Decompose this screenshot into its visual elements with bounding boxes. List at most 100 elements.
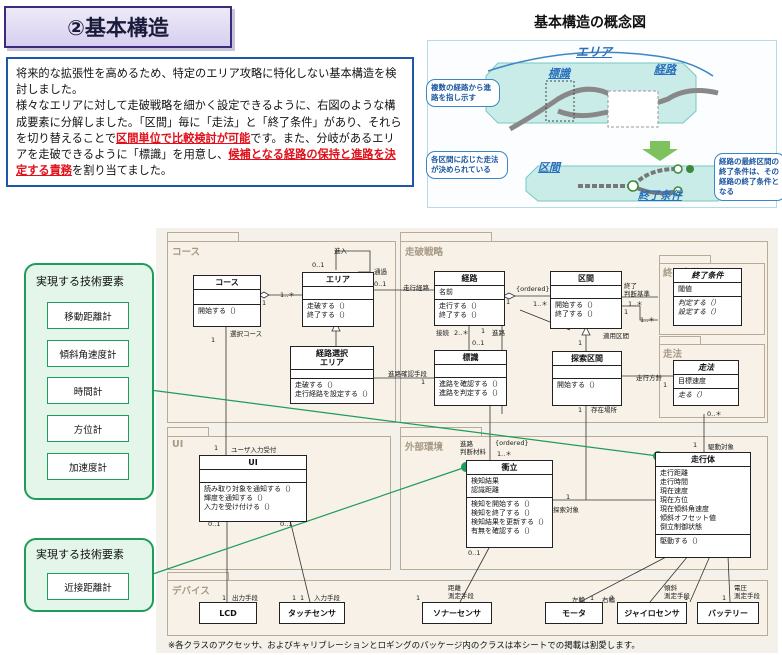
role-label: 終了 判断基準	[624, 282, 650, 298]
concept-diagram: エリア 標識 経路 区間 終了条件 複数の経路から進路を指し示す 各区間に応じた…	[426, 40, 782, 208]
desc-highlight-2: 候補となる経路の保持と進路を決定する責務	[16, 148, 396, 178]
class-vehicle-attr: 現在速度	[660, 487, 688, 495]
class-sign-attrs	[435, 365, 506, 378]
tech-item-accel: 加速度計	[47, 453, 129, 480]
pkg-device-label: デバイス	[172, 586, 210, 597]
class-route-select-attrs	[291, 370, 373, 379]
tech-item-timer: 時間計	[47, 377, 129, 404]
description-box: 将来的な拡張性を高めるため、特定のエリア攻略に特化しない基本構造を検討しました。…	[6, 57, 414, 187]
class-vehicle-attr: 現在方位	[660, 496, 688, 504]
device-sonar-sensor: ソナーセンサ	[422, 602, 492, 624]
class-obstacle-attr: 検知結果	[471, 477, 499, 485]
concept-sign-label: 標識	[548, 67, 570, 80]
class-search-section-attrs	[553, 366, 621, 379]
class-sign-op: 進路を判定する（）	[439, 389, 502, 397]
concept-note-right: 経路の最終区間の終了条件は、その経路の終了条件となる	[714, 153, 782, 201]
class-search-section-name: 探索区間	[553, 352, 621, 366]
class-endcond-name: 終了条件	[674, 269, 741, 283]
class-search-section: 探索区間 開始する（）	[552, 351, 622, 406]
page-title: ②基本構造	[67, 16, 169, 40]
class-endcond-ops: 判定する（） 設定する（）	[674, 297, 741, 319]
pkg-ui-label: UI	[172, 439, 184, 450]
pkg-run-label: 走法	[663, 349, 683, 360]
class-run-method-op: 走る（）	[678, 391, 706, 399]
role-label: 探索対象	[553, 506, 579, 514]
class-run-method-attr: 目標速度	[674, 375, 738, 389]
multiplicity-label: 0..1	[280, 520, 293, 528]
device-gyro-sensor: ジャイロセンサ	[617, 602, 687, 624]
class-obstacle-op: 有無を確認する（）	[471, 527, 534, 535]
class-endcond-attr: 閾値	[674, 283, 741, 297]
multiplicity-label: 1..＊	[533, 300, 548, 308]
role-label: 進路	[492, 329, 505, 337]
class-section-ops: 開始する（） 終了する（）	[551, 299, 621, 321]
page-title-box: ②基本構造	[4, 6, 232, 48]
tech-item-proximity: 近接距離計	[47, 573, 129, 600]
multiplicity-label: 1..＊	[640, 316, 655, 324]
class-ui-ops: 読み取り対象を通知する（） 輝度を通知する（） 入力を受け付ける（）	[200, 483, 306, 514]
device-battery: バッテリー	[697, 602, 759, 624]
class-endcond-op: 設定する（）	[678, 308, 720, 316]
class-vehicle-attr: 走行時間	[660, 478, 688, 486]
desc-p2a: 様々なエリアに対して走破戦略を細かく設定できるように、右図のような構成要素に分解…	[16, 99, 402, 145]
pkg-course-label: コース	[172, 247, 201, 258]
multiplicity-label: 1	[624, 308, 629, 316]
role-label: 駆動対象	[708, 443, 734, 451]
concept-route-label: 経路	[654, 63, 676, 76]
class-section-op: 終了する（）	[555, 310, 597, 318]
multiplicity-label: 1	[506, 298, 511, 306]
class-end-condition: 終了条件 閾値 判定する（） 設定する（）	[673, 268, 742, 326]
multiplicity-label: 1	[481, 327, 486, 335]
class-route: 経路 名前 走行する（） 終了する（）	[434, 271, 505, 326]
class-ui-attrs	[200, 470, 306, 483]
device-touch-sensor: タッチセンサ	[279, 602, 345, 624]
class-route-select-op: 走破する（）	[295, 381, 337, 389]
class-run-method-name: 走法	[674, 361, 738, 375]
class-ui-op: 輝度を通知する（）	[204, 494, 267, 502]
multiplicity-label: 1	[663, 381, 668, 389]
class-route-select-name: 経路選択 エリア	[291, 347, 373, 370]
pkg-device-tab	[167, 572, 229, 583]
class-sign-ops: 進路を確認する（） 進路を判定する（）	[435, 378, 506, 400]
role-label: 選択コース	[230, 330, 263, 338]
concept-endcond-label: 終了条件	[638, 189, 682, 202]
class-vehicle-attrs: 走行距離 走行時間 現在速度 現在方位 現在傾斜角速度 傾斜オフセット値 倒立制…	[656, 467, 750, 535]
class-vehicle: 走行体 走行距離 走行時間 現在速度 現在方位 現在傾斜角速度 傾斜オフセット値…	[655, 452, 751, 558]
concept-drawing	[485, 51, 731, 202]
class-area-op: 走破する（）	[307, 302, 349, 310]
tech-panel-1-heading: 実現する技術要素	[36, 275, 124, 288]
class-sign-op: 進路を確認する（）	[439, 380, 502, 388]
multiplicity-label: 1	[300, 594, 305, 602]
pkg-course-tab	[167, 232, 239, 243]
multiplicity-label: 2..＊	[454, 329, 469, 337]
multiplicity-label: 1..＊	[628, 300, 643, 308]
class-vehicle-attr: 現在傾斜角速度	[660, 505, 709, 513]
class-search-section-op: 開始する（）	[557, 381, 599, 389]
class-ui-op: 読み取り対象を通知する（）	[204, 485, 295, 493]
pkg-ui-tab	[167, 427, 209, 438]
pkg-strategy-label: 走破戦略	[405, 247, 444, 258]
class-ui: UI 読み取り対象を通知する（） 輝度を通知する（） 入力を受け付ける（）	[199, 455, 307, 522]
device-lcd: LCD	[199, 602, 257, 624]
class-course-op: 開始する（）	[198, 307, 240, 315]
class-route-name: 経路	[435, 272, 504, 286]
multiplicity-label: 1	[578, 406, 583, 414]
role-label: 電圧 測定手段	[734, 584, 760, 600]
class-obstacle-op: 検知を開始する（）	[471, 500, 534, 508]
class-endcond-op: 判定する（）	[678, 299, 720, 307]
class-obstacle-attr: 認識距離	[471, 486, 499, 494]
multiplicity-label: 1	[566, 493, 571, 501]
desc-p2c: です。また、分岐があるエリアを走破できるように「標識」を用意し、	[16, 131, 395, 162]
class-area-attrs	[303, 287, 373, 300]
multiplicity-label: 0..1	[374, 280, 387, 288]
class-sign-name: 標識	[435, 351, 506, 365]
class-route-select-ops: 走破する（） 走行経路を設定する（）	[291, 379, 373, 401]
concept-note-left: 複数の経路から進路を指し示す	[426, 79, 500, 107]
tech-item-distance: 移動距離計	[47, 302, 129, 329]
multiplicity-label: 1	[578, 339, 583, 347]
multiplicity-label: 1	[722, 594, 727, 602]
class-vehicle-attr: 傾斜オフセット値	[660, 514, 716, 522]
class-ui-name: UI	[200, 456, 306, 470]
multiplicity-label: 1	[416, 594, 421, 602]
